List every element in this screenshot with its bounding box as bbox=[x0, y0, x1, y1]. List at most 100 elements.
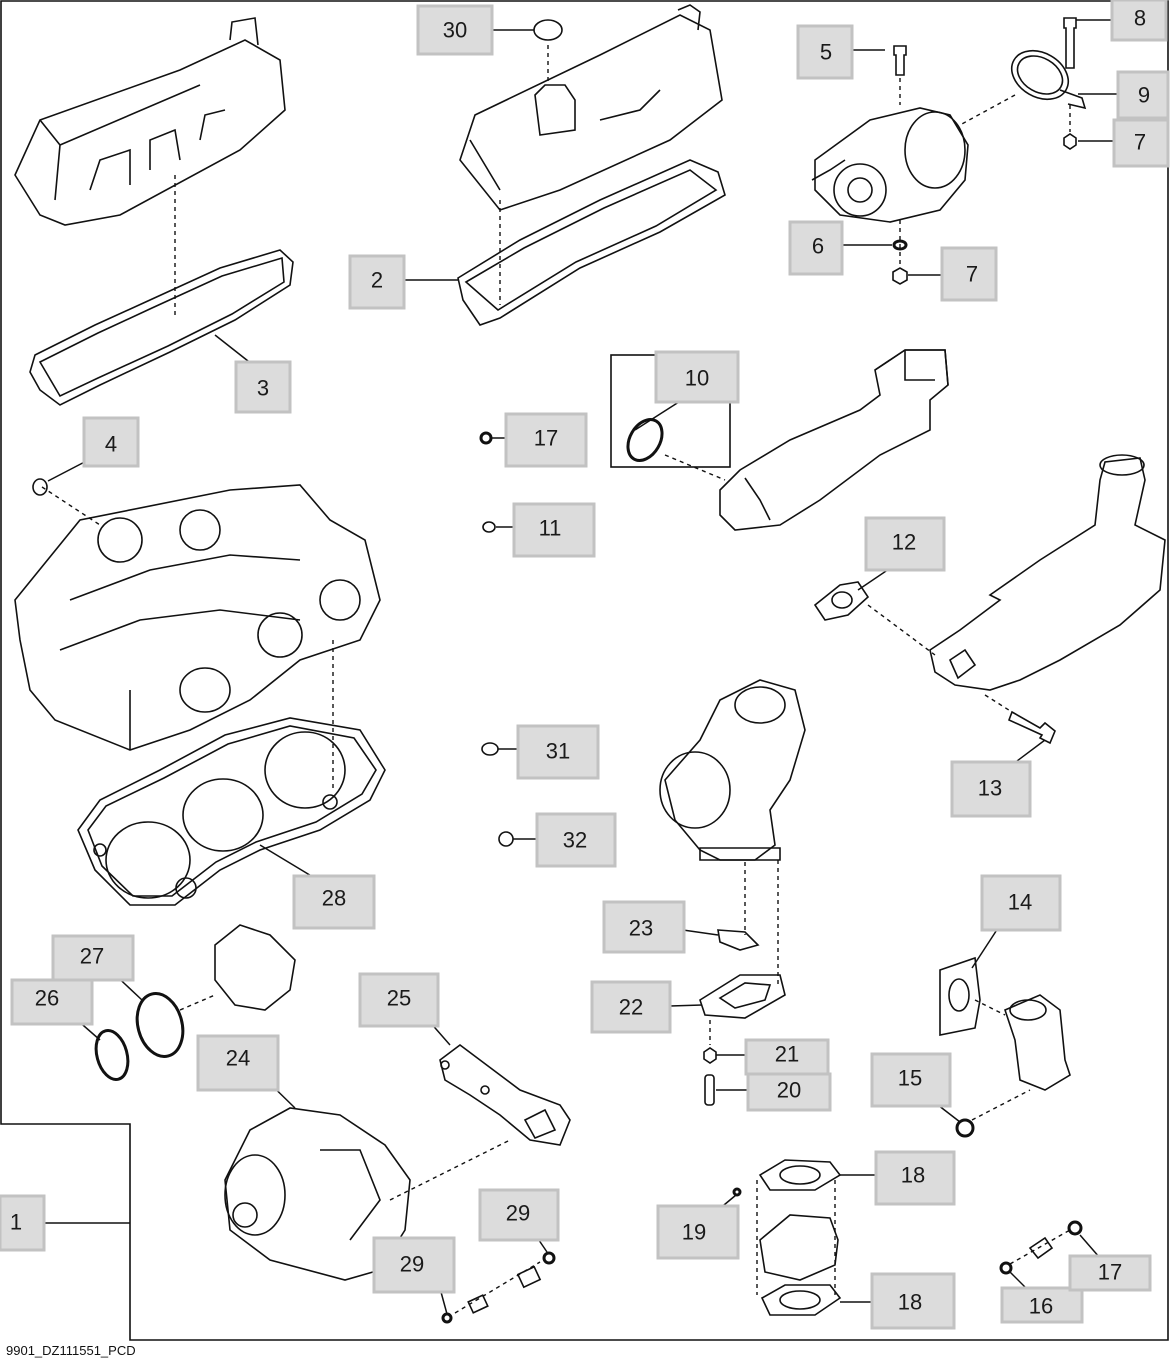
figure-id: 9901_DZ111551_PCD bbox=[6, 1343, 136, 1358]
callout-14: 14 bbox=[980, 874, 1062, 932]
turbocharger-top bbox=[811, 70, 1016, 270]
exhaust-manifold bbox=[929, 454, 1166, 691]
callout-5: 5 bbox=[796, 24, 854, 80]
callout-18-lower: 18 bbox=[870, 1272, 956, 1330]
svg-text:28: 28 bbox=[322, 886, 346, 911]
callout-24: 24 bbox=[196, 1034, 280, 1092]
callout-2: 2 bbox=[348, 254, 406, 310]
svg-text:20: 20 bbox=[777, 1078, 801, 1103]
svg-text:18: 18 bbox=[901, 1163, 925, 1188]
callout-8: 8 bbox=[1110, 0, 1168, 42]
callout-32: 32 bbox=[535, 812, 617, 868]
water-pump bbox=[224, 1107, 411, 1281]
svg-text:17: 17 bbox=[1098, 1260, 1122, 1285]
svg-text:14: 14 bbox=[1008, 890, 1032, 915]
plug-15 bbox=[955, 1118, 975, 1138]
callout-22: 22 bbox=[590, 980, 672, 1034]
valve-cover-right bbox=[459, 4, 723, 305]
svg-text:18: 18 bbox=[898, 1290, 922, 1315]
gasket-22 bbox=[699, 974, 786, 1019]
nut-7-upper bbox=[1063, 133, 1077, 150]
gasket-12 bbox=[813, 581, 870, 621]
svg-text:32: 32 bbox=[563, 828, 587, 853]
fittings-29 bbox=[441, 1251, 556, 1324]
callout-9: 9 bbox=[1116, 70, 1170, 120]
svg-text:4: 4 bbox=[105, 432, 117, 457]
svg-text:23: 23 bbox=[629, 916, 653, 941]
svg-text:16: 16 bbox=[1029, 1294, 1053, 1319]
callout-30: 30 bbox=[416, 4, 494, 56]
cylinder-head bbox=[14, 484, 381, 790]
svg-text:7: 7 bbox=[1134, 130, 1146, 155]
svg-text:29: 29 bbox=[506, 1201, 530, 1226]
svg-text:8: 8 bbox=[1134, 6, 1146, 31]
callout-17-upper: 17 bbox=[504, 412, 588, 468]
callout-1: 1 bbox=[0, 1194, 46, 1252]
svg-text:7: 7 bbox=[966, 262, 978, 287]
callout-16: 16 bbox=[1000, 1286, 1084, 1324]
callout-10: 10 bbox=[654, 350, 740, 404]
o-ring-26 bbox=[94, 1029, 130, 1081]
callout-20: 20 bbox=[746, 1072, 832, 1112]
callout-6: 6 bbox=[788, 220, 844, 276]
callout-31: 31 bbox=[516, 724, 600, 780]
callout-26: 26 bbox=[10, 978, 94, 1026]
oil-filler-cap-seal bbox=[533, 19, 563, 41]
svg-text:21: 21 bbox=[775, 1042, 799, 1067]
callout-23: 23 bbox=[602, 900, 686, 954]
seal-31 bbox=[481, 742, 499, 756]
bolt-13 bbox=[1007, 710, 1056, 745]
callout-11: 11 bbox=[512, 502, 596, 558]
stud-20 bbox=[704, 1074, 715, 1106]
svg-text:24: 24 bbox=[226, 1046, 250, 1071]
callout-7-upper: 7 bbox=[1112, 118, 1170, 168]
o-ring-27 bbox=[135, 992, 185, 1058]
o-ring-4 bbox=[32, 478, 48, 496]
callout-4: 4 bbox=[82, 416, 140, 468]
callout-21: 21 bbox=[744, 1038, 830, 1076]
svg-text:26: 26 bbox=[35, 986, 59, 1011]
bolt-8 bbox=[1063, 17, 1077, 69]
svg-text:27: 27 bbox=[80, 944, 104, 969]
callout-3: 3 bbox=[234, 360, 292, 414]
svg-text:12: 12 bbox=[892, 530, 916, 555]
svg-text:2: 2 bbox=[371, 268, 383, 293]
adapter-plate bbox=[214, 924, 296, 1011]
callout-28: 28 bbox=[292, 874, 376, 930]
gasket-10 bbox=[626, 418, 664, 462]
callout-13: 13 bbox=[950, 760, 1032, 818]
callout-29-right: 29 bbox=[478, 1188, 560, 1242]
callout-19: 19 bbox=[656, 1204, 740, 1260]
svg-text:25: 25 bbox=[387, 986, 411, 1011]
callout-25: 25 bbox=[358, 972, 440, 1028]
washer-6 bbox=[892, 239, 908, 251]
callout-18-upper: 18 bbox=[874, 1150, 956, 1206]
turbocharger-center bbox=[659, 679, 806, 985]
sensor-16-17 bbox=[999, 1220, 1083, 1275]
svg-text:30: 30 bbox=[443, 18, 467, 43]
svg-text:3: 3 bbox=[257, 376, 269, 401]
svg-text:9: 9 bbox=[1138, 83, 1150, 108]
svg-text:22: 22 bbox=[619, 995, 643, 1020]
svg-text:13: 13 bbox=[978, 776, 1002, 801]
spacer-block bbox=[732, 1159, 842, 1316]
svg-text:6: 6 bbox=[812, 234, 824, 259]
callout-17-lower: 17 bbox=[1068, 1254, 1152, 1292]
callout-29-left: 29 bbox=[372, 1236, 456, 1294]
bolt-5 bbox=[893, 45, 907, 76]
callout-15: 15 bbox=[870, 1052, 952, 1108]
svg-text:17: 17 bbox=[534, 426, 558, 451]
gasket-23 bbox=[717, 929, 760, 951]
v-band-clamp bbox=[1010, 49, 1087, 110]
exhaust-elbow bbox=[719, 349, 949, 531]
valve-cover-left bbox=[14, 17, 286, 315]
gasket-14 bbox=[939, 956, 981, 1036]
svg-text:10: 10 bbox=[685, 366, 709, 391]
svg-text:29: 29 bbox=[400, 1252, 424, 1277]
callout-7-lower: 7 bbox=[940, 246, 998, 302]
svg-text:5: 5 bbox=[820, 40, 832, 65]
svg-text:19: 19 bbox=[682, 1220, 706, 1245]
